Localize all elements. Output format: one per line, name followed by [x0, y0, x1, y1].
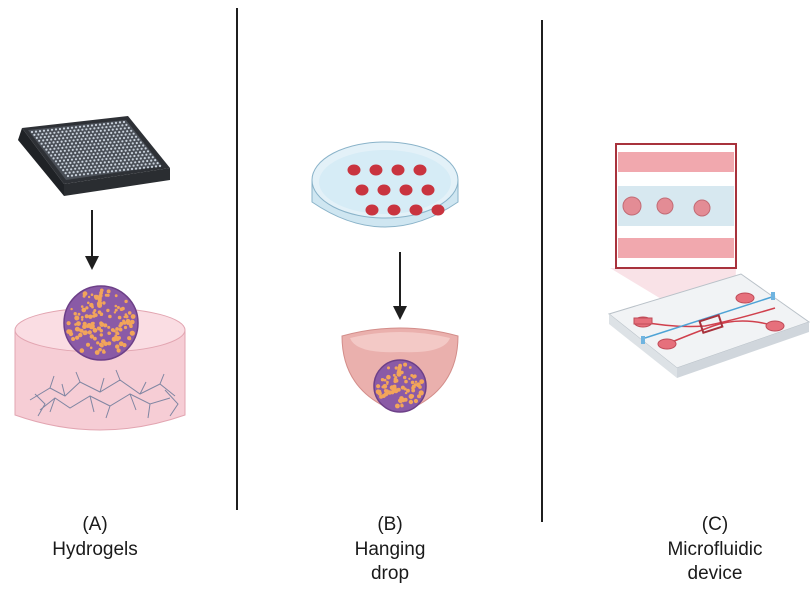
caption-a-name: Hydrogels	[30, 538, 160, 562]
spheroid-icon	[61, 283, 141, 363]
caption-c-name: Microfluidic device	[640, 538, 790, 586]
caption-b-letter: (B)	[335, 513, 445, 537]
spheroid-icon	[372, 358, 428, 414]
arrow-down-icon	[390, 252, 410, 322]
panel-divider-right	[541, 20, 543, 522]
microfluidic-chip-icon	[605, 268, 811, 388]
arrow-down-icon	[82, 210, 102, 272]
caption-b-name: Hanging drop	[325, 538, 455, 586]
panel-divider-left	[236, 8, 238, 510]
well-plate-icon	[10, 110, 180, 220]
caption-c-letter: (C)	[660, 513, 770, 537]
caption-a-letter: (A)	[40, 513, 150, 537]
petri-dish-icon	[310, 140, 460, 250]
